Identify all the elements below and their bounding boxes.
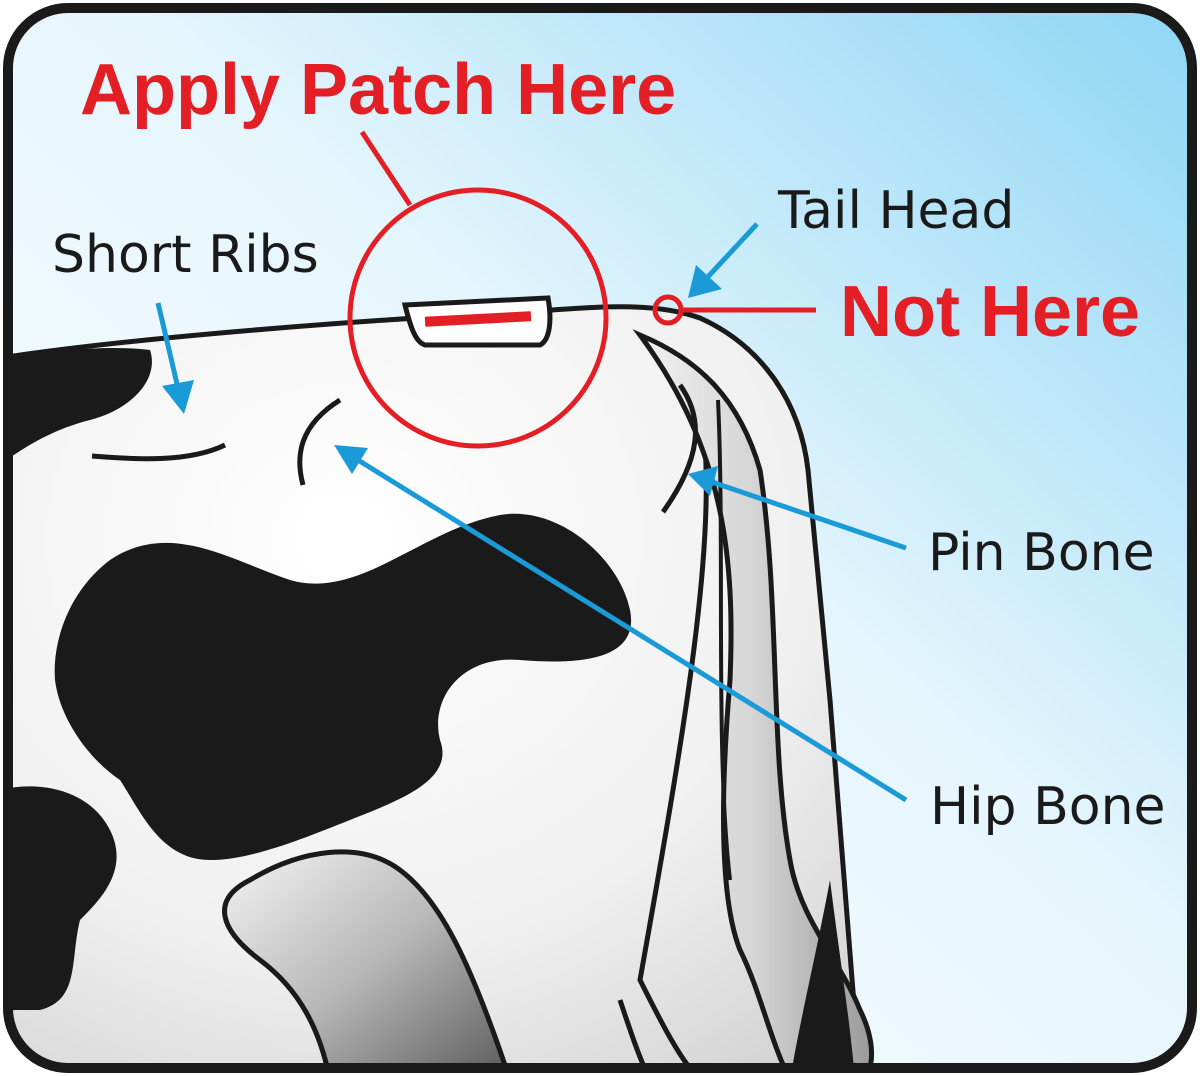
cow-thigh-line	[617, 999, 653, 1066]
cow-spot	[10, 786, 117, 1010]
tail-switch	[790, 880, 855, 1066]
cow-hind-leg	[222, 849, 514, 1066]
hip-bone-label: Hip Bone	[930, 777, 1166, 837]
patch-red-strip	[424, 311, 532, 327]
tail-head-arrow	[688, 222, 759, 298]
apply-pointer-line	[359, 130, 413, 207]
apply-area-circle	[347, 187, 609, 449]
cow-spot	[54, 513, 632, 860]
short-ribs-arrow	[155, 302, 194, 414]
pin-bone-arrow	[688, 466, 907, 551]
not-here-circle	[652, 294, 684, 326]
tail-line	[716, 399, 732, 881]
short-ribs-line	[91, 442, 227, 462]
apply-patch-title: Apply Patch Here	[80, 50, 676, 130]
pin-bone-label: Pin Bone	[928, 523, 1155, 583]
cow-spot	[10, 348, 152, 465]
pin-bone-line	[660, 383, 698, 514]
tail-head-label: Tail Head	[777, 181, 1014, 241]
frame-border	[3, 3, 1197, 1073]
hip-bone-line	[297, 397, 342, 486]
short-ribs-label: Short Ribs	[52, 225, 319, 285]
hip-bone-arrow	[334, 445, 908, 803]
not-here-warning: Not Here	[840, 272, 1140, 352]
